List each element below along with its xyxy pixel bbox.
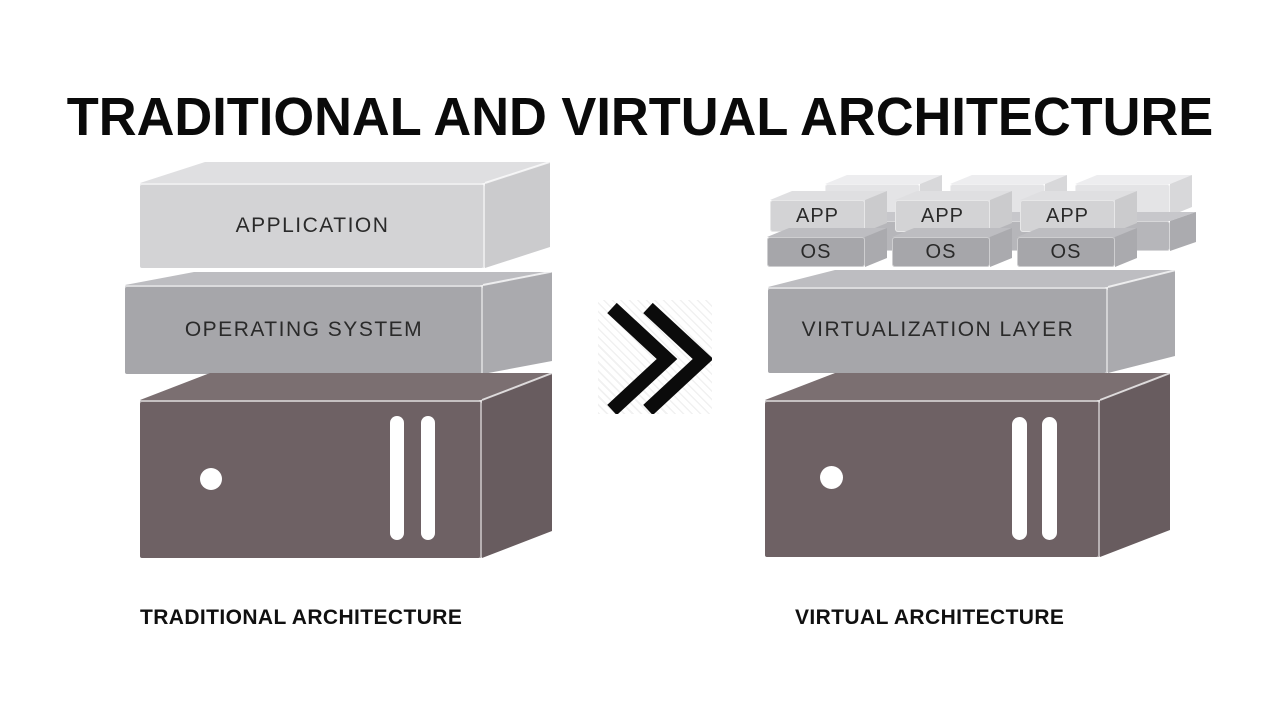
vm3-app-box: APP [1020,200,1115,232]
box-front-face [140,400,482,558]
vm3-os-box: OS [1017,237,1115,267]
vent-slot [1042,417,1057,540]
virtualization-layer-label: VIRTUALIZATION LAYER [801,318,1075,341]
vm2-app-label: APP [920,204,965,227]
vm1-os-box: OS [767,237,865,267]
traditional-caption: TRADITIONAL ARCHITECTURE [140,606,463,629]
box-front-face: VIRTUALIZATION LAYER [768,287,1108,373]
box-front-face: APPLICATION [140,183,485,268]
vm2-os-label: OS [925,240,957,263]
box-top-face [125,272,552,285]
box-top-face [140,162,550,183]
vm1-os-label: OS [800,240,832,263]
vm1-app-label: APP [795,204,840,227]
vm3-os-label: OS [1050,240,1082,263]
virtual-hardware-box [765,372,1171,557]
page-title: TRADITIONAL AND VIRTUAL ARCHITECTURE [66,87,1214,148]
vent-slot [421,416,435,540]
vm1-app-box: APP [770,200,865,232]
power-button-dot [820,466,843,489]
vent-slot [1012,417,1027,540]
vm2-app-box: APP [895,200,990,232]
traditional-hardware-box [140,372,553,558]
power-button-dot [200,468,222,490]
box-front-face [765,400,1100,557]
box-top-face [765,373,1170,400]
double-chevron-icon [607,302,712,414]
transition-arrow [598,300,712,414]
vm3-app-label: APP [1045,204,1090,227]
box-top-face [768,270,1175,287]
operating-system-layer-box: OPERATING SYSTEM [125,270,483,374]
box-side-face [1108,270,1175,373]
box-side-face [483,272,552,374]
application-layer-box: APPLICATION [140,161,485,268]
operating-system-label: OPERATING SYSTEM [184,317,424,341]
box-side-face [482,373,552,558]
box-top-face [140,373,552,400]
vm2-os-box: OS [892,237,990,267]
application-label: APPLICATION [235,213,390,237]
box-front-face: OPERATING SYSTEM [125,285,483,374]
virtualization-layer-box: VIRTUALIZATION LAYER [768,269,1176,373]
box-side-face [1100,373,1170,557]
vent-slot [390,416,404,540]
virtual-caption: VIRTUAL ARCHITECTURE [795,606,1065,629]
